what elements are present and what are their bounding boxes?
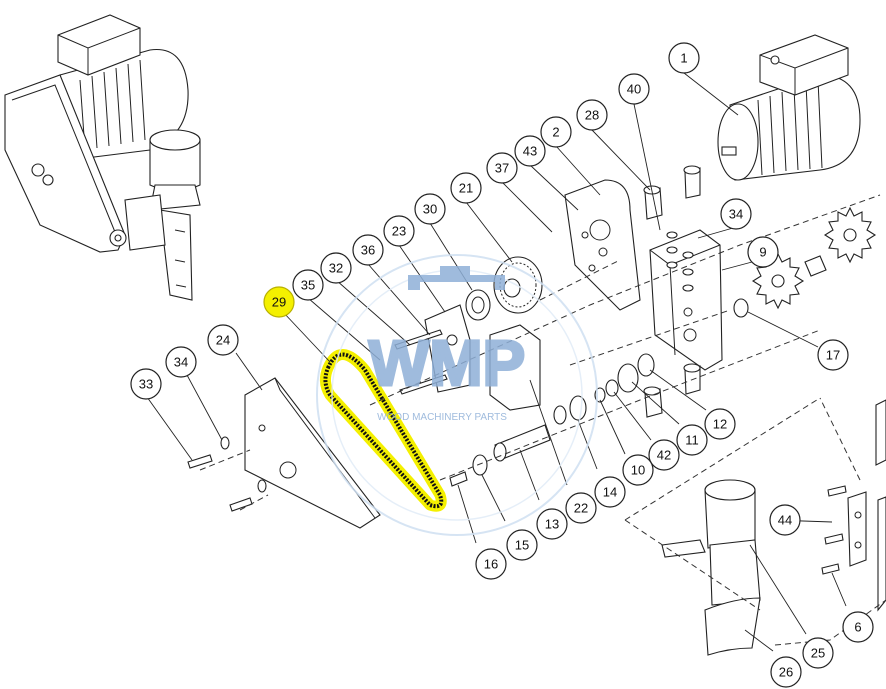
svg-text:40: 40 [627,82,641,97]
callout-6: 6 [842,611,874,643]
callout-29-highlighted: 29 [263,286,295,318]
right-edge-part-lower [877,496,886,612]
dust-cylinder-25 [704,479,761,606]
callout-32: 32 [320,252,352,284]
mount-block-22 [489,324,541,411]
svg-text:23: 23 [392,224,406,239]
callouts: 1 40 28 2 43 37 21 30 23 36 32 35 29 34 … [130,42,874,688]
callout-36: 36 [352,234,384,266]
svg-text:10: 10 [631,463,645,478]
wmp-watermark: WMP WOOD MACHINERY PARTS [316,254,598,536]
svg-text:14: 14 [603,485,617,500]
callout-9: 9 [747,236,779,268]
gear-pulley-21 [493,256,543,314]
svg-text:25: 25 [811,646,825,661]
bearings-row [553,353,655,425]
assembled-motor-unit [4,14,201,301]
callout-22: 22 [565,492,597,524]
bearing-30 [465,289,491,321]
callout-42: 42 [648,439,680,471]
svg-text:32: 32 [329,261,343,276]
svg-text:34: 34 [729,207,743,222]
assembly-dashed-lines [199,194,886,646]
callout-25: 25 [802,637,834,669]
svg-text:34: 34 [174,355,188,370]
svg-text:16: 16 [484,557,498,572]
watermark-caption: WOOD MACHINERY PARTS [377,412,507,423]
svg-text:43: 43 [523,144,537,159]
motor-plate-9 [649,229,723,371]
callout-1: 1 [668,42,700,74]
callout-30: 30 [414,193,446,225]
belt-29-highlighted [319,349,447,512]
svg-text:26: 26 [779,665,793,680]
svg-text:17: 17 [826,348,840,363]
bushings-28 [643,165,701,418]
svg-text:1: 1 [680,51,687,66]
callout-10: 10 [622,454,654,486]
switch-plate-44 [821,485,867,575]
screws-33-34 [187,436,267,512]
mount-bracket [661,539,706,558]
callout-16: 16 [475,548,507,580]
callout-26: 26 [770,656,802,688]
svg-text:28: 28 [585,108,599,123]
motor-bracket-2 [564,179,641,311]
callout-33: 33 [130,368,162,400]
svg-text:33: 33 [139,377,153,392]
belt-guard-24 [244,377,381,529]
motor-1 [717,34,861,181]
svg-text:37: 37 [495,161,509,176]
callout-34-lower: 34 [165,346,197,378]
saw-blade-17 [733,206,877,318]
washer-15 [472,454,488,476]
callout-24: 24 [207,324,239,356]
callout-35: 35 [292,269,324,301]
callout-17: 17 [817,339,849,371]
callout-44: 44 [769,504,801,536]
callout-37: 37 [486,152,518,184]
watermark-logo-text: WMP [369,327,525,399]
svg-text:6: 6 [854,620,861,635]
svg-text:29: 29 [272,295,286,310]
screw-16 [449,471,468,487]
svg-text:35: 35 [301,278,315,293]
svg-text:15: 15 [515,538,529,553]
callout-12: 12 [704,408,736,440]
svg-text:9: 9 [759,245,766,260]
washers-stack [666,231,694,292]
callout-2: 2 [540,116,572,148]
svg-text:44: 44 [778,513,792,528]
svg-text:21: 21 [459,181,473,196]
svg-text:11: 11 [685,433,699,448]
callout-43: 43 [514,135,546,167]
spindle-13 [493,424,551,462]
cover-26 [704,597,761,656]
callout-28: 28 [576,99,608,131]
callout-40: 40 [618,73,650,105]
callout-14: 14 [594,476,626,508]
callout-34-upper: 34 [720,198,752,230]
svg-text:13: 13 [545,517,559,532]
callout-21: 21 [450,172,482,204]
svg-text:36: 36 [361,243,375,258]
svg-text:24: 24 [216,333,230,348]
callout-13: 13 [536,508,568,540]
callout-15: 15 [506,529,538,561]
right-edge-part [875,399,886,466]
svg-text:12: 12 [713,417,727,432]
svg-text:2: 2 [552,125,559,140]
svg-text:42: 42 [657,448,671,463]
svg-text:30: 30 [423,202,437,217]
callout-23: 23 [383,215,415,247]
callout-11: 11 [676,424,708,456]
svg-text:22: 22 [574,501,588,516]
